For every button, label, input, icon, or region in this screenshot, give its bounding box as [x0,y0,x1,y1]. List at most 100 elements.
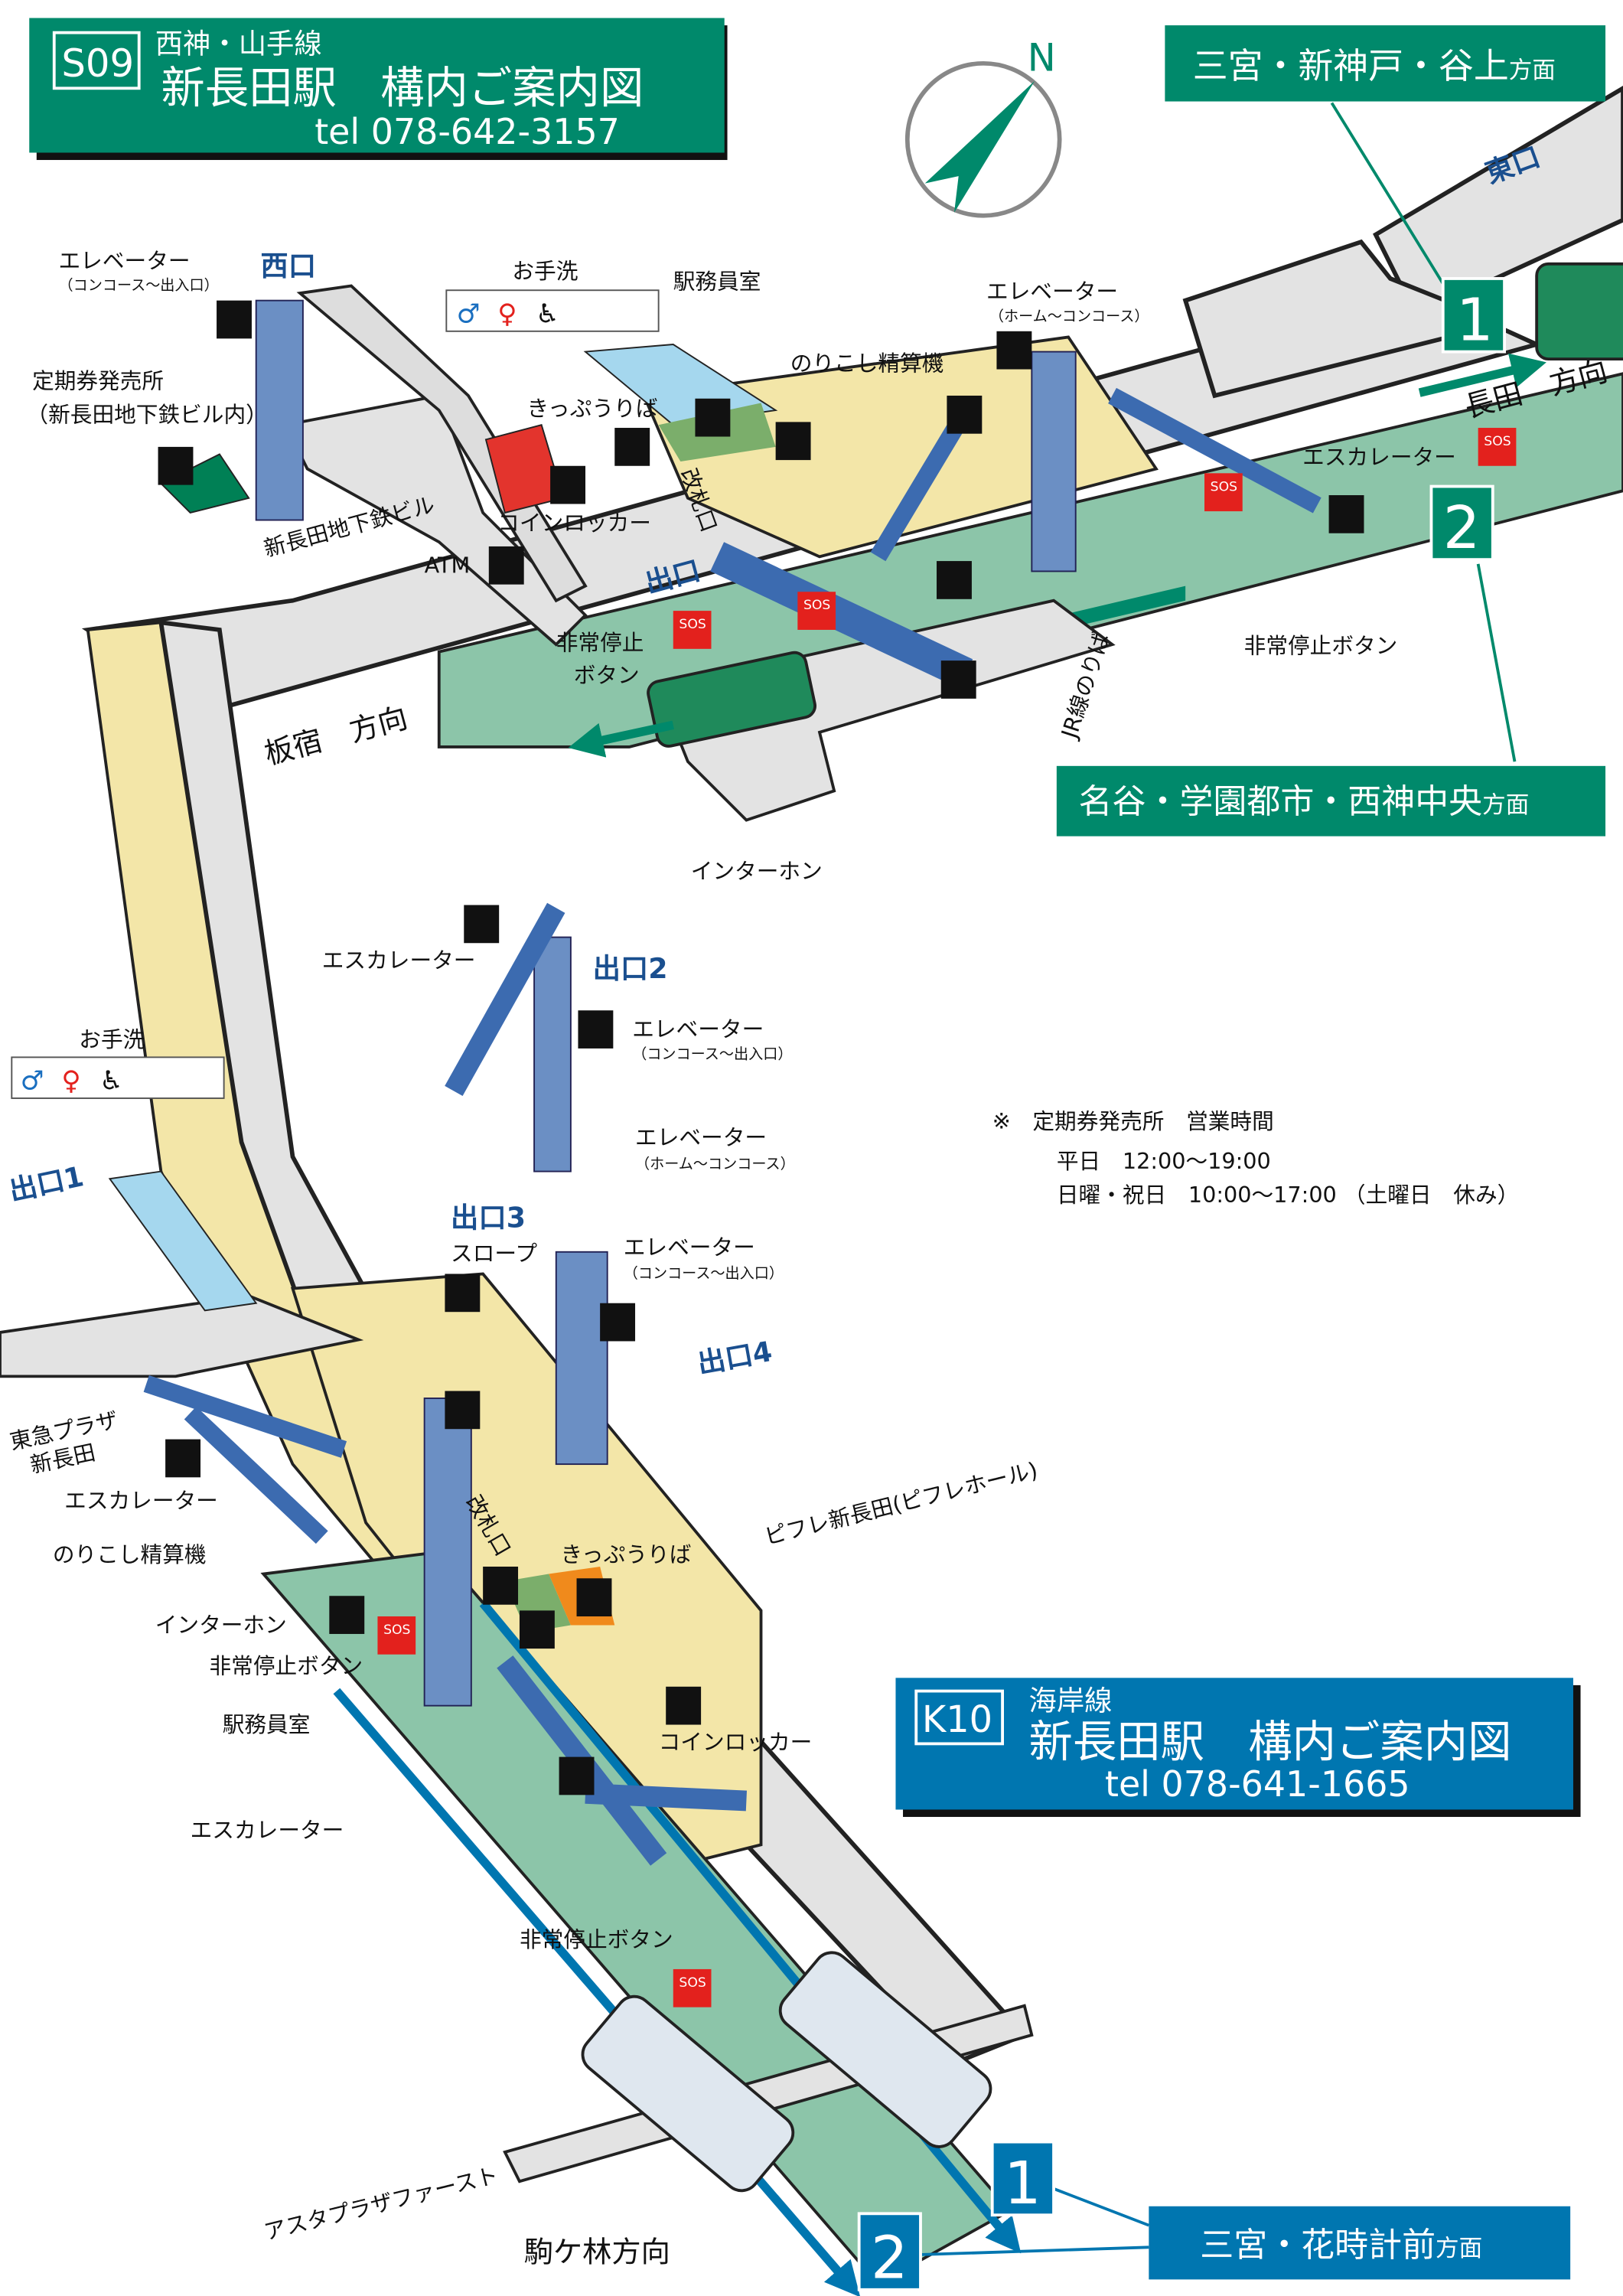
compass: N [904,35,1062,218]
train-upper-right [1535,262,1623,361]
escalator-icon [1328,495,1364,533]
elevator-1-sub: （コンコース～出入口） [632,1045,792,1062]
station-code: K10 [922,1699,992,1741]
pass-office-icon [158,446,194,485]
escalator-icon [165,1439,201,1478]
locker-icon [550,465,586,504]
svg-text:SOS: SOS [1211,479,1237,494]
emergency-label-1: 非常停止 [556,630,644,656]
escalator-upper-3 [1108,387,1322,514]
line-name: 海岸線 [1029,1684,1113,1717]
lockers-lower-label: コインロッカー [659,1729,813,1755]
track-number: 2 [871,2224,908,2292]
atm-icon [488,546,524,585]
escalator-top-label: エスカレーター [322,947,476,974]
compass-north: N [1028,35,1056,80]
concourse-lower-upper [657,598,1116,822]
train-upper-left [647,651,816,748]
elevator-shaft-lower [423,1397,472,1707]
wheelchair-icon: ♿ [99,1065,123,1096]
elevator-shaft-west [255,299,304,521]
elevator-west-sub: （コンコース～出入口） [59,276,219,294]
female-toilet-icon: ♀ [61,1065,80,1096]
compass-needle-icon [924,80,1035,213]
arrow-itayado [568,720,674,758]
elevator-icon [445,1391,481,1430]
hours-title: ※ 定期券発売所 営業時間 [992,1108,1274,1134]
elevator-east-sub: （ホーム～コンコース） [989,307,1149,325]
elevator-2-label: エレベーター [635,1124,767,1150]
sos-icons: SOS SOS SOS SOS SOS SOS [377,428,1517,2007]
fare-adjust-icon [483,1566,519,1605]
emergency-label-right: 非常停止ボタン [1244,633,1398,659]
station-code-badge [52,31,141,90]
direction-hanadokei: 三宮・花時計前方面 1 2 [857,2140,1571,2292]
male-toilet-icon: ♂ [21,1065,44,1096]
svg-text:SOS: SOS [383,1623,410,1638]
intercom-label: インターホン [691,858,823,884]
direction-name: 三宮・新神戸・谷上方面 [1193,45,1556,86]
exit-west: 西口 [260,249,316,282]
telephone[interactable]: tel 078-641-1665 [1105,1763,1410,1805]
svg-text:SOS: SOS [679,617,706,632]
hours-weekday: 平日 12:00～19:00 [1057,1148,1271,1174]
elevator-3-label: エレベーター [624,1234,755,1261]
direction-name: 三宮・花時計前方面 [1200,2226,1482,2265]
train-lower-left [581,1994,795,2193]
sos-icon: SOS [377,1616,416,1655]
elevator-3-sub: （コンコース～出入口） [624,1264,784,1282]
tickets-label: きっぷうりば [527,396,658,422]
direction-myodani: 名谷・学園都市・西神中央方面 [1056,563,1606,837]
emergency-bottom-label: 非常停止ボタン [520,1926,673,1952]
emergency-label-2: ボタン [574,662,640,688]
train-lower-right [778,1951,992,2148]
ticket-machine-icon [576,1578,612,1617]
header-s09: S09 西神・山手線 新長田駅 構内ご案内図 tel 078-642-3157 [29,18,728,161]
escalator-bottom-label: エスカレーター [191,1817,344,1843]
tokyu-toilet-area [108,1170,258,1312]
station-office-lower-label: 駅務員室 [223,1711,311,1737]
locker-icon [666,1686,702,1725]
telephone[interactable]: tel 078-642-3157 [314,111,620,152]
line-name: 西神・山手線 [155,27,322,60]
sos-icon: SOS [673,611,712,649]
elevator-shaft-exit2 [533,936,572,1172]
track-number: 1 [1456,286,1494,354]
facility-icons [158,300,1364,1795]
toilet-icons-upper: ♂ ♀ ♿ [445,289,660,332]
elevator-1-label: エレベーター [632,1016,764,1042]
elevator-east-label: エレベーター [986,279,1118,305]
pass-office-area [159,453,250,514]
sos-icon: SOS [1478,428,1517,466]
pass-office-sub: （新長田地下鉄ビル内） [26,401,267,427]
tickets-lower-label: きっぷうりば [561,1541,692,1567]
toilet-icons-lower: ♂ ♀ ♿ [11,1056,225,1099]
map-title: 新長田駅 構内ご案内図 [1029,1717,1512,1768]
header-k10: K10 海岸線 新長田駅 構内ご案内図 tel 078-641-1665 [895,1678,1581,1818]
station-staff-icon [519,1610,555,1649]
elevator-west-label: エレベーター [59,248,191,274]
hours-holiday: 日曜・祝日 10:00～17:00 （土曜日 休み） [1057,1182,1519,1208]
wheelchair-slope-icon [445,1274,481,1313]
intercom-icon [937,561,972,599]
pass-office-label: 定期券発売所 [32,367,164,393]
exit-2: 出口2 [593,952,668,985]
elevator-icon [578,1010,614,1049]
elevator-icon [600,1303,636,1342]
svg-text:SOS: SOS [679,1975,706,1991]
escalator-upper-1 [710,542,973,689]
toilet-label: お手洗 [512,258,578,284]
direction-name: 名谷・学園都市・西神中央方面 [1079,782,1530,821]
escalator-icon [940,660,976,699]
intercom-lower-label: インターホン [155,1612,287,1638]
exit-3: 出口3 [451,1201,526,1234]
concourse-lower-wide [290,1272,763,1876]
lockers-label: コインロッカー [497,510,651,536]
exit-1: 出口1 [6,1159,86,1207]
toilet-lower-label: お手洗 [79,1026,145,1052]
sos-icon: SOS [797,592,836,630]
station-code-badge-k10 [914,1689,1004,1746]
slope-label: スロープ [451,1240,537,1266]
direction-komagabayashi: 駒ケ林方向 [524,2235,670,2269]
